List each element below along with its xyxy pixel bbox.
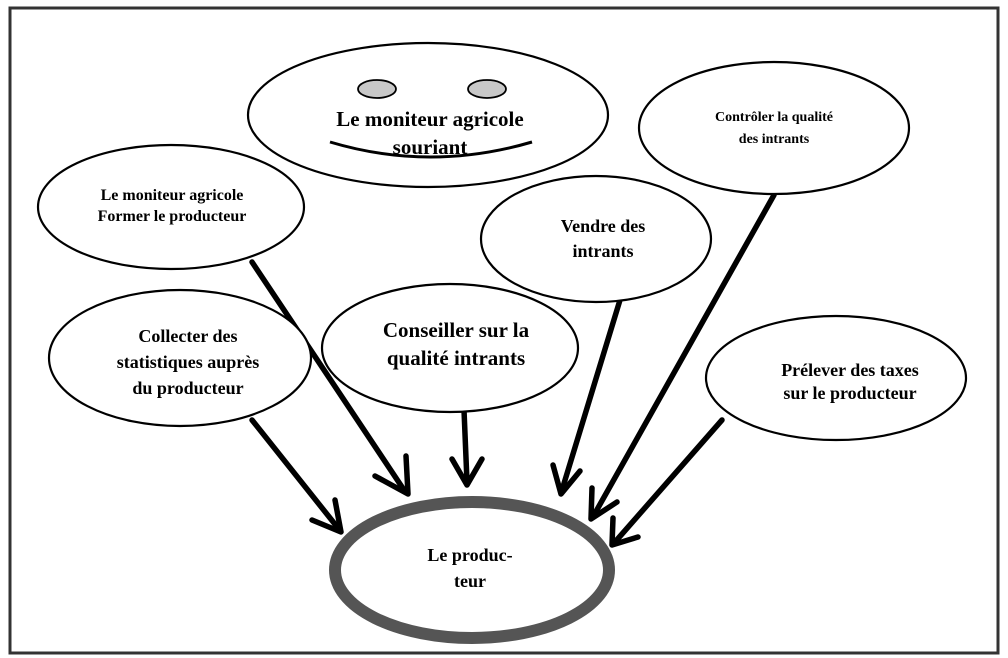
node-collecter-line-1: Collecter des	[138, 326, 237, 346]
node-conseiller-line-2: qualité intrants	[387, 346, 525, 370]
node-vendre-line-1: Vendre des	[561, 216, 646, 236]
smiley-label-line-1: Le moniteur agricole	[336, 107, 523, 131]
node-controler-ellipse	[637, 60, 911, 196]
node-controler: Contrôler la qualité des intrants	[637, 60, 911, 196]
node-former-ellipse	[36, 143, 306, 271]
arrow-prelever-to-producer	[609, 417, 725, 548]
producer-ellipse	[329, 496, 615, 644]
node-vendre-ellipse	[479, 174, 713, 304]
node-controler-line-1: Contrôler la qualité	[715, 110, 833, 125]
node-collecter-line-2: statistiques auprès	[117, 352, 260, 372]
node-collecter: Collecter des statistiques auprès du pro…	[47, 288, 313, 428]
arrow-former-to-producer	[249, 259, 411, 497]
arrow-conseiller-to-producer	[449, 407, 485, 488]
producer-line-1: Le produc-	[427, 545, 512, 565]
smile-mouth-icon	[329, 140, 533, 159]
smiley-ellipse	[246, 41, 610, 189]
left-eye-icon	[357, 79, 397, 99]
node-vendre-line-2: intrants	[572, 241, 633, 261]
node-conseiller-line-1: Conseiller sur la	[383, 318, 530, 342]
arrows	[249, 192, 777, 548]
arrow-controler-to-producer	[588, 192, 777, 522]
smiley-label-line-2: souriant	[393, 135, 468, 159]
node-prelever-line-1: Prélever des taxes	[781, 360, 919, 380]
node-conseiller-ellipse	[320, 282, 580, 414]
node-conseiller: Conseiller sur la qualité intrants	[320, 282, 580, 414]
node-collecter-ellipse	[47, 288, 313, 428]
node-collecter-line-3: du producteur	[132, 378, 243, 398]
smiley-node: Le moniteur agricole souriant	[246, 41, 610, 189]
producer-line-2: teur	[454, 571, 486, 591]
node-former-line-1: Le moniteur agricole	[101, 187, 244, 204]
node-prelever: Prélever des taxes sur le producteur	[704, 314, 968, 442]
producer-node: Le produc- teur	[329, 496, 615, 644]
node-controler-line-2: des intrants	[739, 132, 810, 147]
node-former-line-2: Former le producteur	[98, 208, 247, 225]
node-prelever-line-2: sur le producteur	[783, 383, 916, 403]
node-vendre: Vendre des intrants	[479, 174, 713, 304]
arrow-vendre-to-producer	[550, 297, 623, 497]
right-eye-icon	[467, 79, 507, 99]
arrow-collecter-to-producer	[249, 417, 344, 535]
node-former: Le moniteur agricole Former le producteu…	[36, 143, 306, 271]
node-prelever-ellipse	[704, 314, 968, 442]
